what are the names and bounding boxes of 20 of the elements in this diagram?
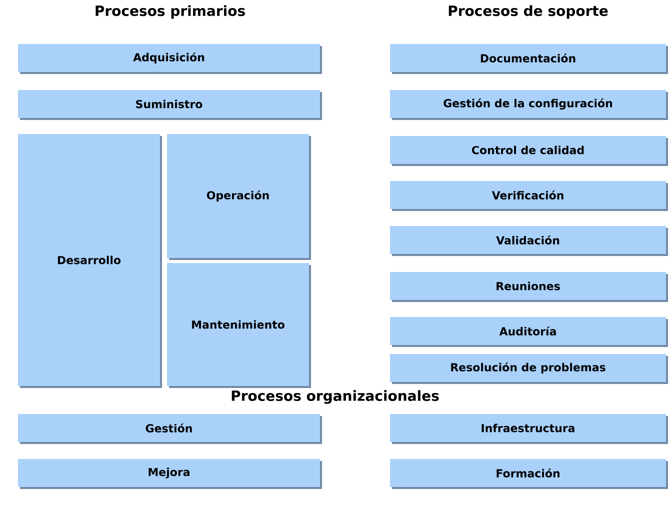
process-box: Desarrollo	[18, 134, 162, 388]
process-box: Documentación	[390, 44, 668, 74]
process-box: Infraestructura	[390, 414, 668, 444]
process-box: Resolución de problemas	[390, 354, 668, 384]
process-box: Control de calidad	[390, 136, 668, 166]
section-heading: Procesos organizacionales	[232, 390, 439, 404]
process-box: Operación	[167, 134, 311, 260]
process-box: Suministro	[18, 90, 322, 120]
process-box: Reuniones	[390, 272, 668, 302]
process-box: Adquisición	[18, 44, 322, 74]
section-heading: Procesos de soporte	[448, 5, 608, 19]
process-box: Verificación	[390, 181, 668, 211]
process-box: Gestión	[18, 414, 322, 444]
process-box: Gestión de la configuración	[390, 90, 668, 120]
section-heading: Procesos primarios	[96, 5, 245, 19]
process-box: Mantenimiento	[167, 263, 311, 388]
process-box: Mejora	[18, 459, 322, 489]
process-box: Validación	[390, 226, 668, 256]
process-box: Formación	[390, 459, 668, 489]
process-box: Auditoría	[390, 317, 668, 347]
